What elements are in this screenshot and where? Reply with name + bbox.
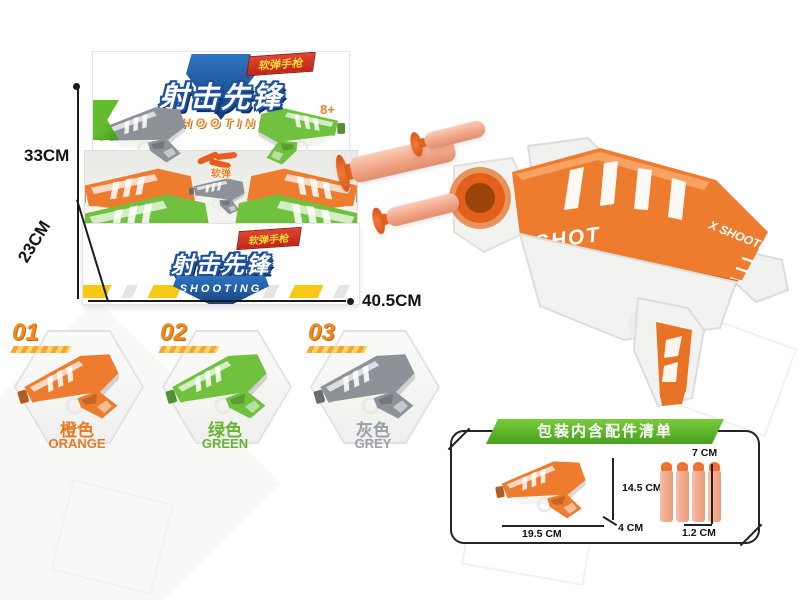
panel-dim-line: [502, 525, 604, 527]
variant-card-grey: 03 灰色 GREY: [298, 321, 448, 462]
variant-number-bar: [10, 346, 72, 353]
panel-dart: [708, 462, 721, 522]
variant-number: 03: [306, 321, 368, 353]
logo-banner: 软弹手枪: [246, 52, 316, 77]
variant-card-green: 02 绿色 GREEN: [150, 321, 300, 462]
box-front: 软弹手枪 射击先锋 SHOOTING: [82, 223, 360, 305]
dim-dot: [347, 298, 354, 305]
panel-dart: [660, 462, 673, 522]
box-front-title: 射击先锋: [171, 252, 271, 278]
box-title: 射击先锋: [158, 82, 283, 114]
variant-name-cn: 灰色: [356, 421, 390, 440]
dim-depth-label: 23CM: [14, 217, 55, 267]
package-contents-panel: 包装内含配件清单 14.5 CM 19.5 CM 4 CM 7 CM 1.2 C…: [450, 430, 760, 544]
main-gun: X SHOOTING SHOT: [449, 136, 790, 408]
panel-dart-diameter: 1.2 CM: [682, 527, 716, 539]
variant-number: 02: [158, 321, 220, 353]
dim-line-height: [77, 87, 79, 299]
panel-dim-line: [612, 458, 614, 520]
panel-dim-line: [684, 524, 712, 526]
panel-dim-line: [711, 464, 713, 524]
box-subtitle: SHOOTING: [168, 116, 273, 130]
panel-dart: [676, 462, 689, 522]
panel-dart: [692, 462, 705, 522]
dim-width-label: 40.5CM: [362, 291, 422, 310]
variant-number-bar: [306, 346, 368, 353]
tray-label: 软弹: [211, 169, 231, 180]
box-logo: 软弹手枪 射击先锋 SHOOTING: [93, 52, 349, 130]
panel-dim-line: [602, 515, 618, 526]
variant-number-bar: [158, 346, 220, 353]
age-badge: 8+: [320, 102, 335, 117]
product-box: 软弹手枪 射击先锋 SHOOTING 8+ 软弹 软弹手枪 射击先: [82, 45, 360, 305]
panel-gun-height: 14.5 CM: [622, 482, 662, 494]
dim-height-label: 33CM: [24, 146, 70, 165]
box-front-subtitle: SHOOTING: [179, 283, 263, 295]
variant-name-cn: 橙色: [60, 421, 94, 440]
variant-name-en: GREY: [354, 436, 392, 451]
box-front-logo: 软弹手枪 射击先锋 SHOOTING: [83, 224, 359, 304]
variant-name-en: GREEN: [201, 436, 249, 451]
panel-title-banner: 包装内含配件清单: [486, 419, 724, 444]
variant-number: 01: [10, 321, 72, 353]
dim-dot: [73, 83, 80, 90]
panel-gun-length: 19.5 CM: [522, 528, 562, 540]
panel-gun: [491, 455, 593, 531]
variant-card-orange: 01 橙色 ORANGE: [2, 321, 152, 462]
variant-name-en: ORANGE: [48, 436, 106, 451]
panel-dart-length: 7 CM: [692, 447, 718, 459]
panel-gun-depth: 4 CM: [618, 522, 644, 534]
panel-darts: [660, 462, 721, 522]
variant-name-cn: 绿色: [208, 421, 242, 440]
logo-shield-icon: SHOOTING: [173, 276, 269, 304]
dim-line-width: [88, 300, 346, 302]
